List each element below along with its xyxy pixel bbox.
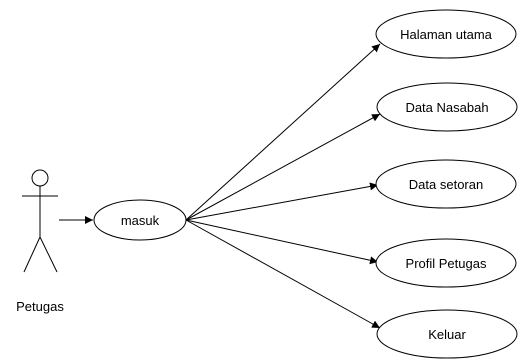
actor-label: Petugas <box>16 299 64 314</box>
usecase-halaman-utama-label: Halaman utama <box>400 27 493 42</box>
usecase-masuk-label: masuk <box>121 213 160 228</box>
usecase-masuk: masuk <box>93 199 187 241</box>
actor-head <box>31 169 49 187</box>
association-masuk-profil-petugas <box>185 219 379 265</box>
usecase-data-setoran: Data setoran <box>375 159 517 209</box>
association-masuk-keluar <box>185 219 381 329</box>
actor-left-leg <box>23 236 41 273</box>
association-masuk-data-nasabah <box>185 113 381 221</box>
usecase-data-setoran-label: Data setoran <box>409 177 483 192</box>
usecase-data-nasabah-label: Data Nasabah <box>405 100 488 115</box>
usecase-profil-petugas-label: Profil Petugas <box>406 256 487 271</box>
usecase-keluar-label: Keluar <box>428 327 466 342</box>
association-masuk-data-setoran <box>185 182 379 221</box>
association-masuk-halaman-utama <box>185 43 381 221</box>
actor-petugas <box>22 169 58 273</box>
usecase-halaman-utama: Halaman utama <box>375 9 517 59</box>
usecase-profil-petugas: Profil Petugas <box>375 238 517 288</box>
usecase-keluar: Keluar <box>376 309 518 359</box>
usecase-data-nasabah: Data Nasabah <box>376 82 518 132</box>
actor-right-leg <box>39 236 58 273</box>
